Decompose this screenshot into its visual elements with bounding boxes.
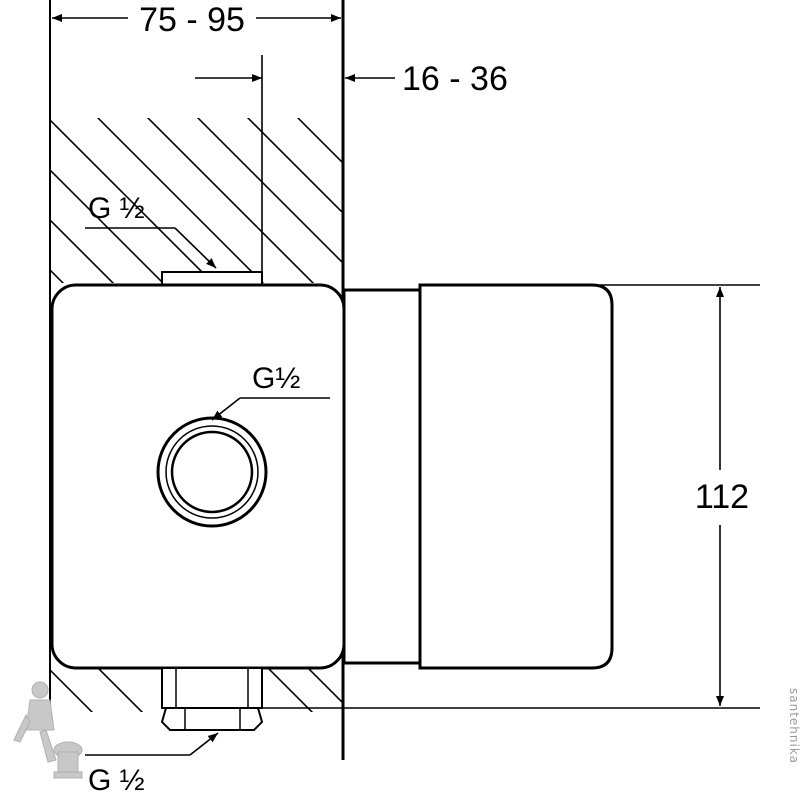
handle-cap [418,283,614,670]
dimension-height [262,284,760,709]
dimension-overall-depth-label: 75 - 95 [139,1,245,39]
front-thread-leader [211,397,330,421]
plumber-logo-icon [13,681,83,779]
wall-hatching [50,118,343,712]
top-connection-stub [161,271,263,286]
top-thread-label: G ½ [88,192,145,225]
cover-collar [342,288,422,665]
watermark-text: santehnika [787,688,800,764]
top-thread-leader [85,227,217,269]
front-outlet [156,416,268,528]
bottom-thread-leader [85,732,219,756]
front-thread-label: G½ [252,362,300,395]
dimension-height-label: 112 [695,478,749,516]
dimension-cover-depth-label: 16 - 36 [402,60,508,98]
bottom-connection [160,667,264,731]
dimension-overall-depth [52,2,341,34]
bottom-thread-label: G ½ [88,764,145,797]
